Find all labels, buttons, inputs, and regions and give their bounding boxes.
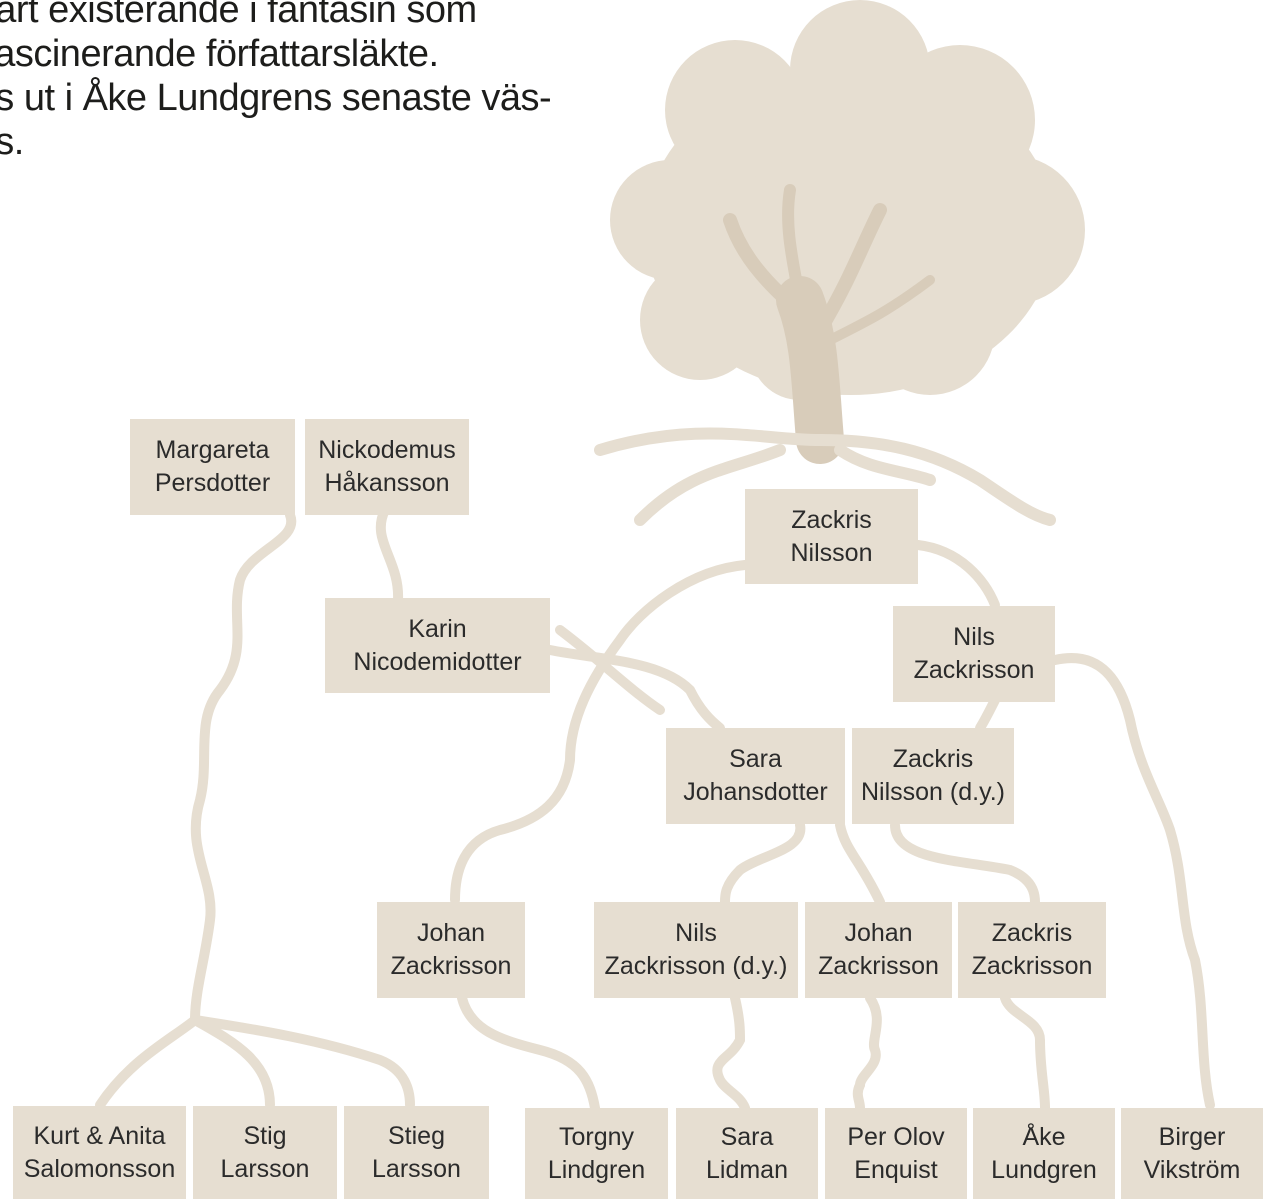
person-first-name: Torgny xyxy=(558,1122,635,1151)
person-box-kurt-anita-salomonsson: Kurt & Anita Salomonsson xyxy=(13,1106,186,1199)
person-box-zackris-nilsson: Zackris Nilsson xyxy=(745,489,918,584)
person-first-name: Zackris xyxy=(892,745,974,773)
tree-roots-illustration xyxy=(594,427,1056,526)
person-last-name: Lidman xyxy=(706,1155,788,1184)
person-last-name: Vikström xyxy=(1143,1155,1241,1184)
person-first-name: Åke xyxy=(1022,1122,1066,1151)
person-last-name: Nilsson (d.y.) xyxy=(860,778,1005,806)
person-first-name: Zackris xyxy=(991,919,1073,947)
person-box-zackris-nilsson-dy: Zackris Nilsson (d.y.) xyxy=(852,728,1014,824)
person-last-name: Nilsson xyxy=(790,538,873,567)
person-first-name: Stig xyxy=(243,1121,287,1150)
person-first-name: Sara xyxy=(720,1122,774,1151)
person-last-name: Salomonsson xyxy=(23,1154,176,1183)
person-box-sara-lidman: Sara Lidman xyxy=(676,1108,818,1199)
person-last-name: Zackrisson xyxy=(390,952,512,980)
person-last-name: Zackrisson xyxy=(818,952,939,980)
person-first-name: Zackris xyxy=(791,505,872,534)
person-first-name: Per Olov xyxy=(847,1122,945,1151)
person-box-nils-zackrisson-dy: Nils Zackrisson (d.y.) xyxy=(594,902,798,998)
person-box-ake-lundgren: Åke Lundgren xyxy=(973,1108,1115,1199)
person-first-name: Nickodemus xyxy=(318,436,456,464)
person-box-stieg-larsson: Stieg Larsson xyxy=(344,1106,489,1199)
tree-crown-illustration xyxy=(610,0,1085,400)
intro-text: nbart existerande i fantasin som tt fasc… xyxy=(0,0,654,164)
person-first-name: Stieg xyxy=(388,1121,445,1150)
intro-line: tt fascinerande författarsläkte. xyxy=(0,33,439,75)
person-last-name: Enquist xyxy=(854,1155,938,1184)
tree-trunk-illustration xyxy=(723,184,935,464)
person-box-torgny-lindgren: Torgny Lindgren xyxy=(525,1108,668,1199)
person-box-nickodemus-hakansson: Nickodemus Håkansson xyxy=(305,419,469,515)
person-first-name: Birger xyxy=(1158,1122,1226,1151)
person-last-name: Lindgren xyxy=(547,1155,646,1184)
intro-line: eds ut i Åke Lundgrens senaste väs- xyxy=(0,77,552,119)
intro-line: pos. xyxy=(0,121,24,163)
intro-line: nbart existerande i fantasin som xyxy=(0,0,477,31)
person-box-johan-zackrisson-middle: Johan Zackrisson xyxy=(805,902,952,998)
person-box-margareta-persdotter: Margareta Persdotter xyxy=(130,419,295,515)
person-box-zackris-zackrisson: Zackris Zackrisson xyxy=(958,902,1106,998)
person-first-name: Johan xyxy=(844,919,913,947)
person-box-johan-zackrisson-left: Johan Zackrisson xyxy=(377,902,525,998)
person-box-per-olov-enquist: Per Olov Enquist xyxy=(825,1108,967,1199)
lineage-connectors xyxy=(95,505,1215,1113)
person-last-name: Nicodemidotter xyxy=(353,647,522,676)
person-last-name: Larsson xyxy=(372,1154,461,1183)
person-first-name: Margareta xyxy=(155,436,270,464)
person-last-name: Persdotter xyxy=(154,469,271,497)
person-last-name: Håkansson xyxy=(324,469,450,497)
person-last-name: Larsson xyxy=(220,1154,310,1183)
person-box-birger-vikstrom: Birger Vikström xyxy=(1121,1108,1263,1199)
person-last-name: Zackrisson (d.y.) xyxy=(604,952,788,980)
person-first-name: Karin xyxy=(408,614,467,643)
person-box-nils-zackrisson: Nils Zackrisson xyxy=(893,606,1055,702)
person-first-name: Sara xyxy=(729,745,782,773)
person-last-name: Zackrisson xyxy=(971,952,1093,980)
person-box-karin-nicodemidotter: Karin Nicodemidotter xyxy=(325,598,550,693)
person-box-stig-larsson: Stig Larsson xyxy=(193,1106,337,1199)
person-last-name: Lundgren xyxy=(991,1155,1097,1184)
person-first-name: Nils xyxy=(675,919,717,947)
person-box-sara-johansdotter: Sara Johansdotter xyxy=(666,728,845,824)
person-first-name: Nils xyxy=(953,623,995,651)
person-last-name: Johansdotter xyxy=(683,778,828,806)
person-first-name: Johan xyxy=(416,919,486,947)
person-first-name: Kurt & Anita xyxy=(33,1121,166,1150)
person-last-name: Zackrisson xyxy=(913,656,1035,684)
